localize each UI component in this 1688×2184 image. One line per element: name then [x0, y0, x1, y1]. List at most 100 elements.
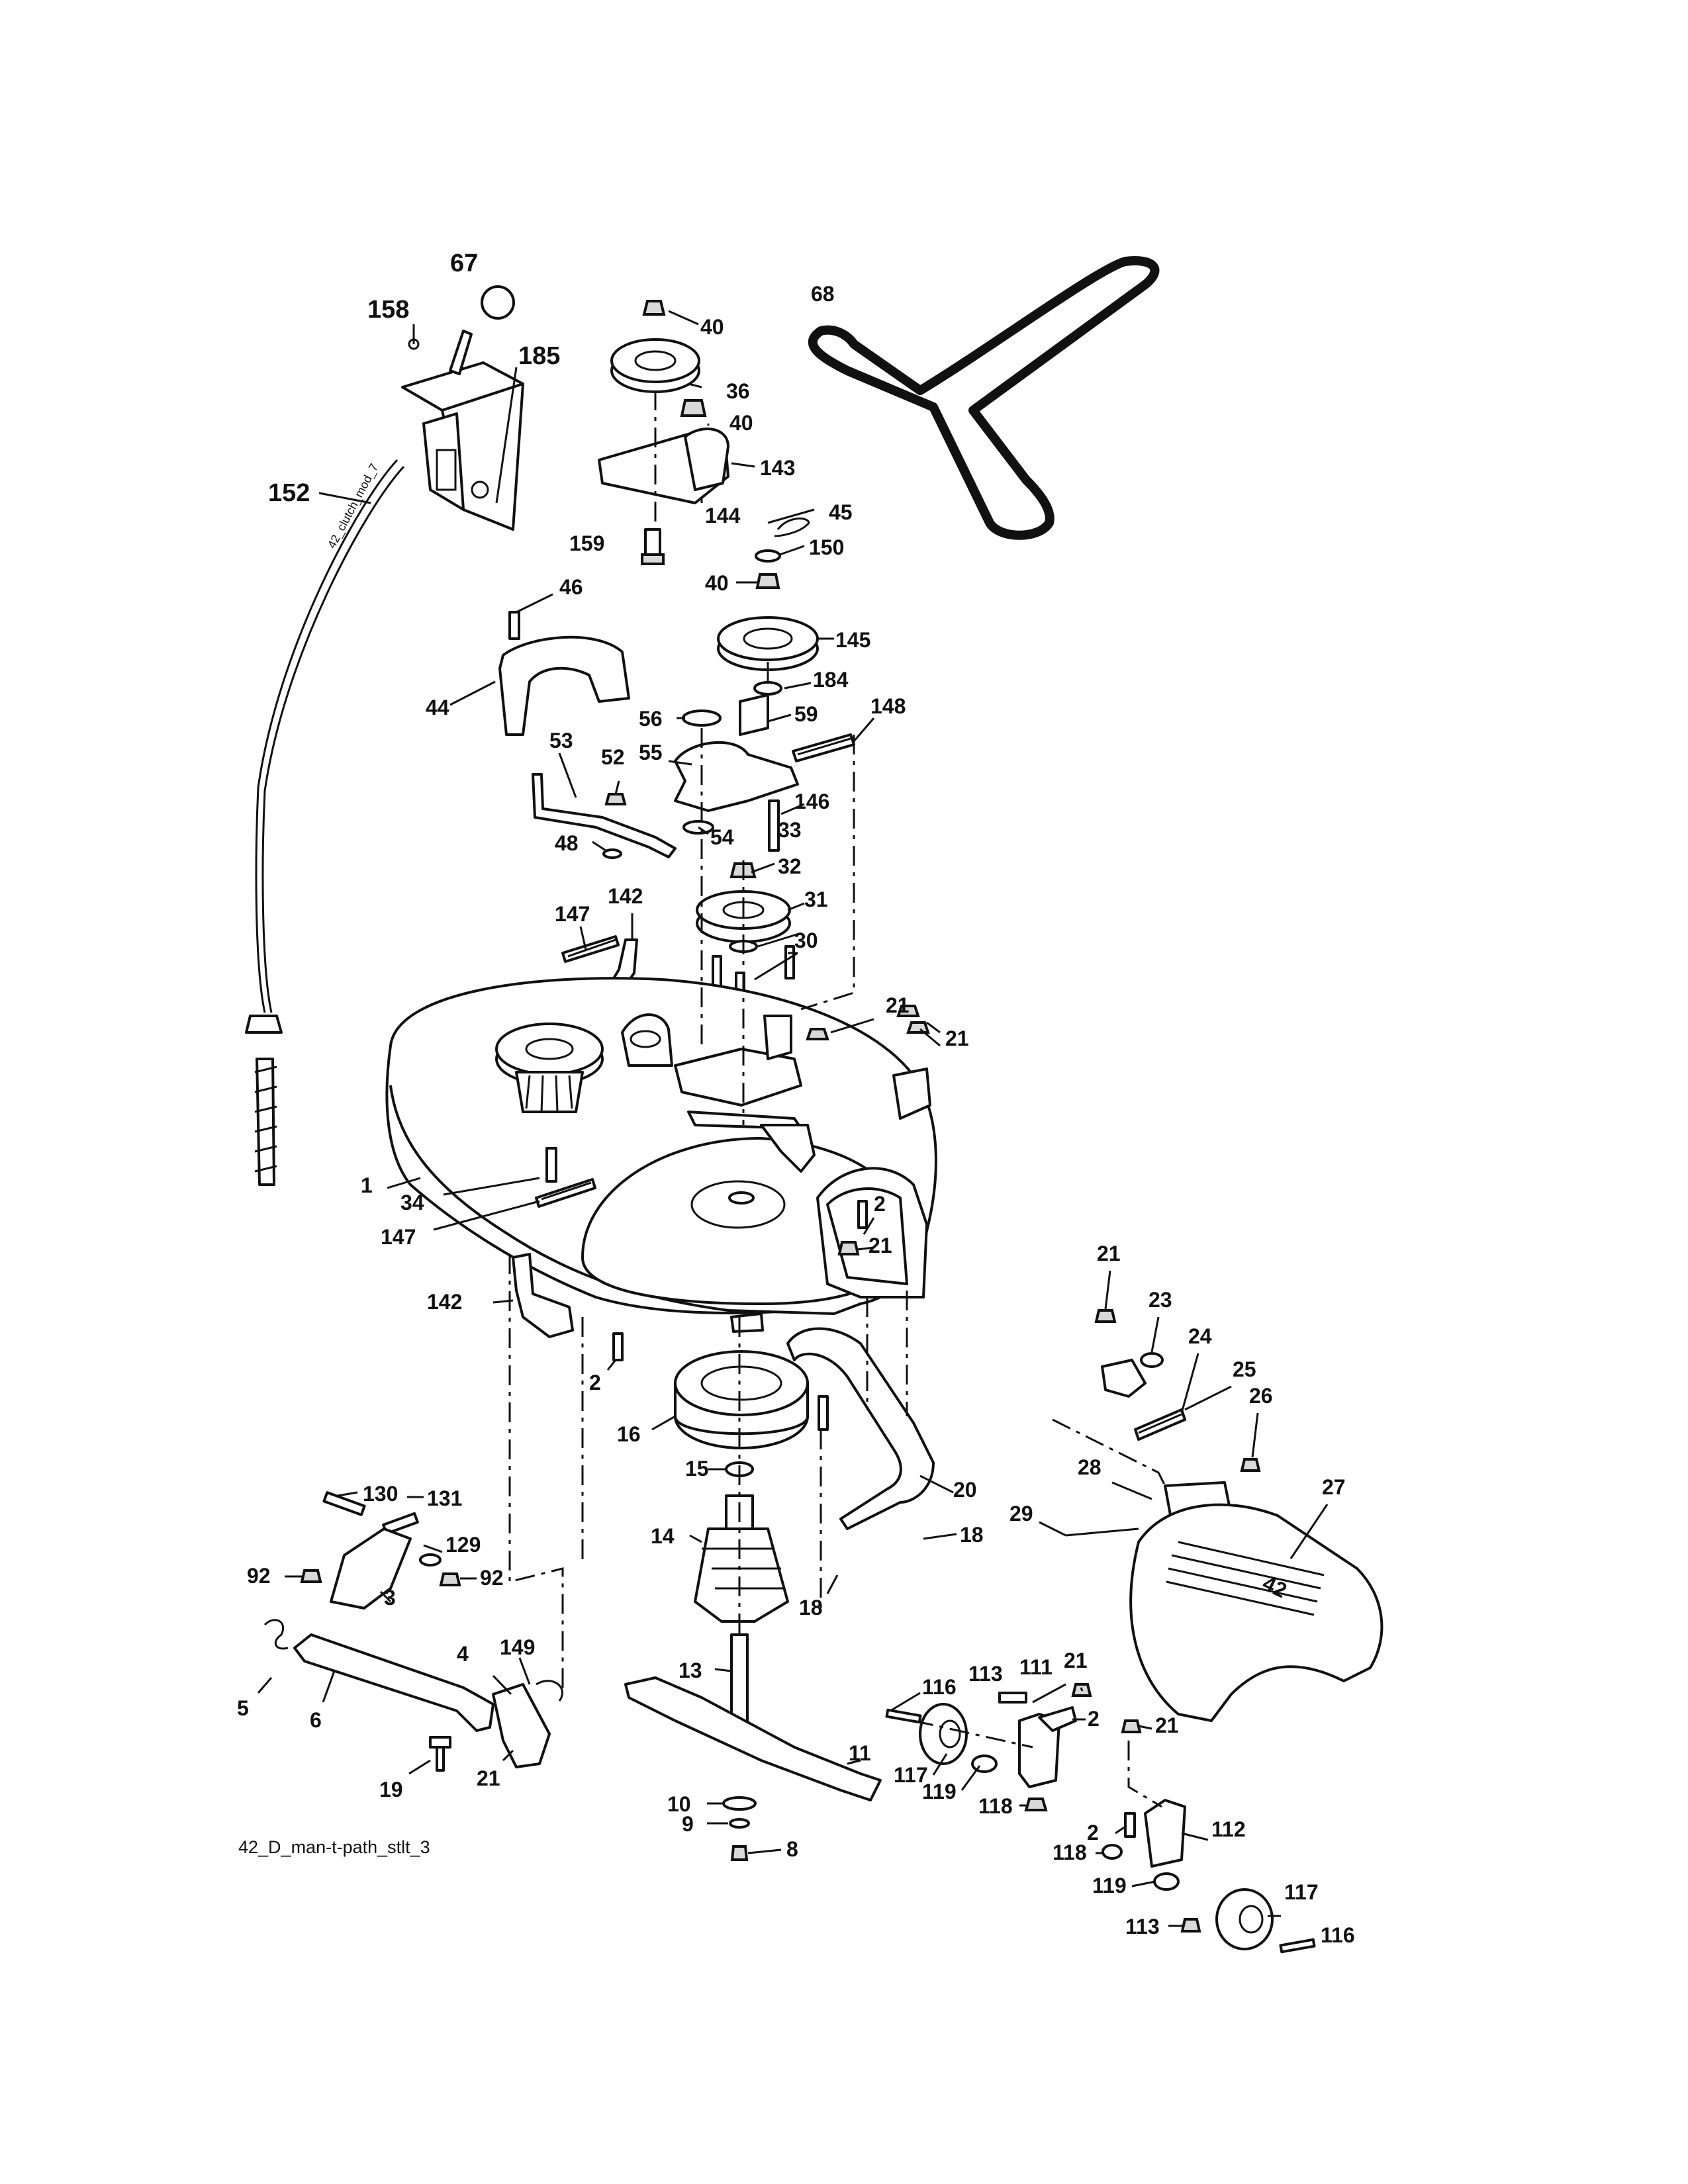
- callout-142-lower: 142: [427, 1290, 462, 1314]
- callout-130: 130: [363, 1482, 398, 1506]
- callout-56: 56: [639, 707, 663, 731]
- callout-53: 53: [549, 729, 573, 752]
- callout-40-top: 40: [700, 315, 724, 339]
- callout-5: 5: [237, 1696, 249, 1720]
- callout-3: 3: [384, 1586, 396, 1610]
- blade-hardware: [722, 1796, 757, 1861]
- callout-2-deck: 2: [874, 1192, 886, 1216]
- part-185-bracket: [401, 330, 524, 531]
- callout-10: 10: [667, 1792, 691, 1816]
- part-18-bolts: [818, 1395, 829, 1431]
- discharge-chute-assembly: 42: [1065, 1309, 1383, 1722]
- part-152-cable: 42_clutch_mod_7: [245, 459, 405, 1186]
- callout-147-lower: 147: [381, 1225, 416, 1249]
- callout-52: 52: [601, 745, 625, 769]
- callout-143: 143: [760, 456, 795, 480]
- callout-142-upper: 142: [608, 884, 643, 908]
- hanger-linkage-left: [263, 1491, 564, 1772]
- callout-6: 6: [310, 1708, 322, 1732]
- callout-1: 1: [361, 1173, 373, 1197]
- callout-92-left: 92: [247, 1564, 271, 1588]
- part-68-belt: [808, 256, 1160, 540]
- callout-148: 148: [870, 694, 906, 718]
- idler-assembly-top: [598, 300, 729, 565]
- callout-9: 9: [682, 1812, 694, 1836]
- callout-20: 20: [953, 1478, 977, 1502]
- callout-118-right: 118: [1053, 1841, 1087, 1864]
- callout-149: 149: [500, 1635, 535, 1659]
- callout-40-upper: 40: [729, 411, 753, 435]
- callout-14: 14: [651, 1524, 675, 1548]
- callout-116-left: 116: [922, 1675, 957, 1699]
- callout-118-left: 118: [978, 1794, 1013, 1818]
- callout-129: 129: [445, 1533, 481, 1557]
- callout-18-left: 18: [799, 1596, 823, 1619]
- callout-2-lower: 2: [589, 1371, 601, 1394]
- callout-21-f: 21: [1064, 1649, 1088, 1672]
- callout-31: 31: [804, 887, 828, 911]
- callout-59: 59: [794, 702, 818, 726]
- callout-46: 46: [559, 575, 583, 599]
- callout-21-a: 21: [886, 993, 910, 1017]
- callout-45: 45: [829, 500, 853, 524]
- callout-4: 4: [457, 1642, 469, 1666]
- callout-146: 146: [794, 790, 829, 813]
- callout-152: 152: [268, 479, 310, 507]
- callout-15: 15: [685, 1457, 709, 1480]
- callout-25: 25: [1233, 1357, 1256, 1381]
- callout-92-right: 92: [480, 1566, 504, 1590]
- callout-30: 30: [794, 929, 818, 952]
- callout-67: 67: [450, 250, 478, 277]
- leader-lines: [257, 310, 1329, 1944]
- nuts-21-right-deck: [806, 1005, 930, 1040]
- part-11-blade: [624, 1676, 882, 1801]
- idler-arm-assembly: [674, 694, 855, 852]
- callout-33: 33: [778, 818, 802, 842]
- callout-117-left: 117: [894, 1763, 928, 1787]
- part-142-bracket-lower: [512, 1253, 574, 1338]
- part-20-deflector: [786, 1327, 935, 1530]
- assembly-centerlines: [508, 390, 1166, 1808]
- callout-145: 145: [835, 628, 870, 652]
- callout-184: 184: [813, 668, 849, 692]
- callout-2-right: 2: [1087, 1821, 1099, 1844]
- callout-18-right: 18: [960, 1523, 984, 1547]
- callout-131: 131: [427, 1486, 462, 1510]
- callout-21-e: 21: [1097, 1242, 1121, 1265]
- callout-11: 11: [849, 1741, 871, 1765]
- callout-19: 19: [379, 1778, 403, 1801]
- callout-159: 159: [569, 531, 604, 555]
- callout-32: 32: [778, 854, 802, 878]
- callout-44: 44: [426, 696, 449, 719]
- cable-label: 42_clutch_mod_7: [325, 461, 381, 551]
- callout-117-right: 117: [1284, 1880, 1319, 1904]
- part-2-bolt-lower-left: [612, 1332, 624, 1361]
- gauge-wheel-left: [885, 1683, 1092, 1811]
- callout-36: 36: [726, 379, 750, 403]
- callout-24: 24: [1188, 1324, 1212, 1348]
- callout-147-upper: 147: [555, 902, 590, 926]
- callout-185: 185: [518, 342, 560, 370]
- gauge-wheel-right: [1102, 1719, 1316, 1954]
- callout-23: 23: [1149, 1288, 1172, 1312]
- callout-113-left: 113: [968, 1662, 1003, 1686]
- callout-34: 34: [400, 1191, 424, 1214]
- callout-labels: 67 158 185 152 40 36 40 143 144 159 45 1…: [237, 250, 1355, 1947]
- spindle-assembly: [694, 1461, 789, 1741]
- part-1-deck-housing: [385, 977, 937, 1333]
- callout-27: 27: [1322, 1475, 1346, 1499]
- callout-144: 144: [705, 504, 741, 527]
- callout-55: 55: [639, 741, 663, 764]
- illustration: 42_clutch_mod_7: [245, 256, 1383, 1954]
- part-16-ring: [674, 1350, 809, 1449]
- callout-8: 8: [786, 1837, 798, 1861]
- callout-111: 111: [1019, 1655, 1053, 1679]
- callout-13: 13: [679, 1659, 702, 1682]
- callout-21-d: 21: [477, 1766, 500, 1790]
- callout-68: 68: [811, 282, 835, 306]
- callout-16: 16: [617, 1422, 641, 1446]
- part-67-decal: [481, 285, 515, 320]
- diagram-caption: 42_D_man-t-path_stlt_3: [238, 1837, 430, 1857]
- callout-40-mid: 40: [705, 571, 729, 595]
- callout-29: 29: [1009, 1502, 1033, 1525]
